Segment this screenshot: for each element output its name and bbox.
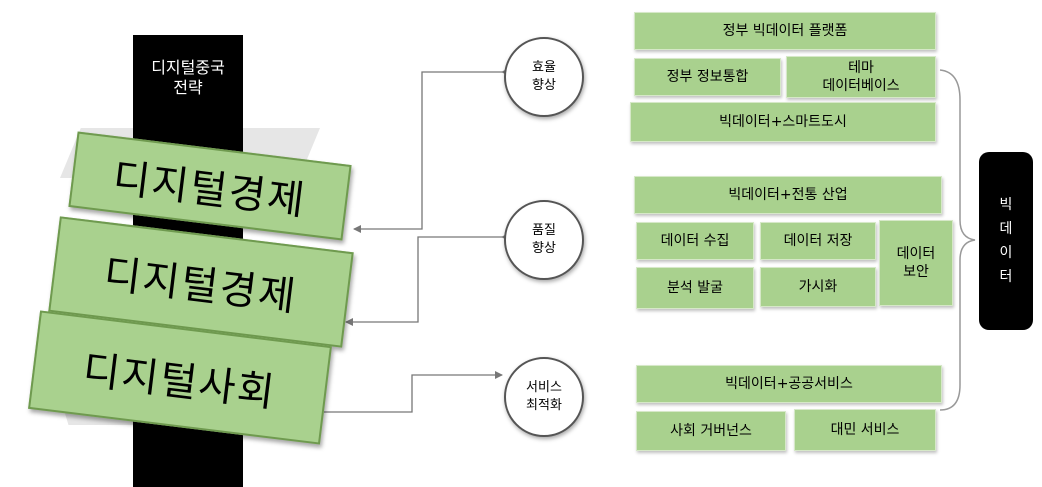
bigdata-char-3: 이: [999, 245, 1013, 261]
box-data-security-line1: 데이터: [896, 246, 936, 262]
goal-quality: 품질 향상: [504, 200, 584, 280]
box-visualization: 가시화: [760, 267, 876, 307]
strategy-title-line1: 디지털중국: [151, 58, 225, 77]
box-civil-service: 대민 서비스: [794, 409, 936, 451]
strategy-title: 디지털중국 전략: [133, 58, 243, 98]
bigdata-label: 빅 데 이 터: [979, 152, 1033, 330]
box-data-collection: 데이터 수집: [636, 222, 754, 260]
box-data-security-line2: 보안: [903, 264, 929, 280]
goal-efficiency-line1: 효율: [532, 60, 556, 75]
card-digital-society-label: 디지털사회: [80, 346, 279, 417]
box-traditional-industry-label: 빅데이터+전통 산업: [728, 187, 848, 203]
goal-quality-line1: 품질: [532, 223, 556, 238]
box-data-security: 데이터 보안: [879, 220, 953, 306]
box-theme-db: 테마 데이터베이스: [786, 56, 936, 98]
box-social-governance: 사회 거버넌스: [636, 411, 786, 451]
bigdata-bracket: [939, 69, 976, 411]
goal-service-line1: 서비스: [526, 380, 562, 395]
box-public-service: 빅데이터+공공서비스: [636, 365, 942, 403]
box-gov-platform: 정부 빅데이터 플랫폼: [634, 12, 936, 50]
box-data-storage: 데이터 저장: [760, 222, 876, 260]
box-data-collection-label: 데이터 수집: [660, 233, 730, 249]
bigdata-char-1: 빅: [999, 197, 1013, 213]
goal-service-line2: 최적화: [526, 398, 562, 413]
card-digital-economy-1-label: 디지털경제: [110, 155, 309, 225]
box-civil-service-label: 대민 서비스: [830, 422, 900, 438]
box-analysis-label: 분석 발굴: [667, 280, 723, 296]
strategy-title-line2: 전략: [173, 78, 203, 97]
goal-service: 서비스 최적화: [504, 357, 584, 437]
box-theme-db-line2: 데이터베이스: [822, 78, 900, 94]
connector-efficiency: [353, 68, 509, 233]
connector-service: [324, 371, 503, 413]
box-smart-city-label: 빅데이터+스마트도시: [719, 114, 847, 130]
connector-quality: [345, 233, 509, 326]
box-data-storage-label: 데이터 저장: [783, 233, 853, 249]
card-digital-economy-2-label: 디지털경제: [101, 251, 300, 321]
box-public-service-label: 빅데이터+공공서비스: [725, 376, 853, 392]
bigdata-char-2: 데: [999, 221, 1013, 237]
box-theme-db-line1: 테마: [848, 60, 874, 76]
goal-efficiency: 효율 향상: [504, 37, 584, 117]
goal-efficiency-line2: 향상: [532, 78, 556, 93]
box-traditional-industry: 빅데이터+전통 산업: [634, 176, 942, 214]
goal-quality-line2: 향상: [532, 241, 556, 256]
box-smart-city: 빅데이터+스마트도시: [630, 102, 936, 142]
box-social-governance-label: 사회 거버넌스: [670, 423, 752, 439]
box-analysis: 분석 발굴: [636, 267, 754, 309]
box-gov-platform-label: 정부 빅데이터 플랫폼: [722, 23, 848, 39]
box-gov-integration: 정부 정보통합: [634, 58, 781, 96]
box-gov-integration-label: 정부 정보통합: [666, 69, 749, 85]
bigdata-char-4: 터: [999, 269, 1013, 285]
box-visualization-label: 가시화: [798, 279, 838, 295]
